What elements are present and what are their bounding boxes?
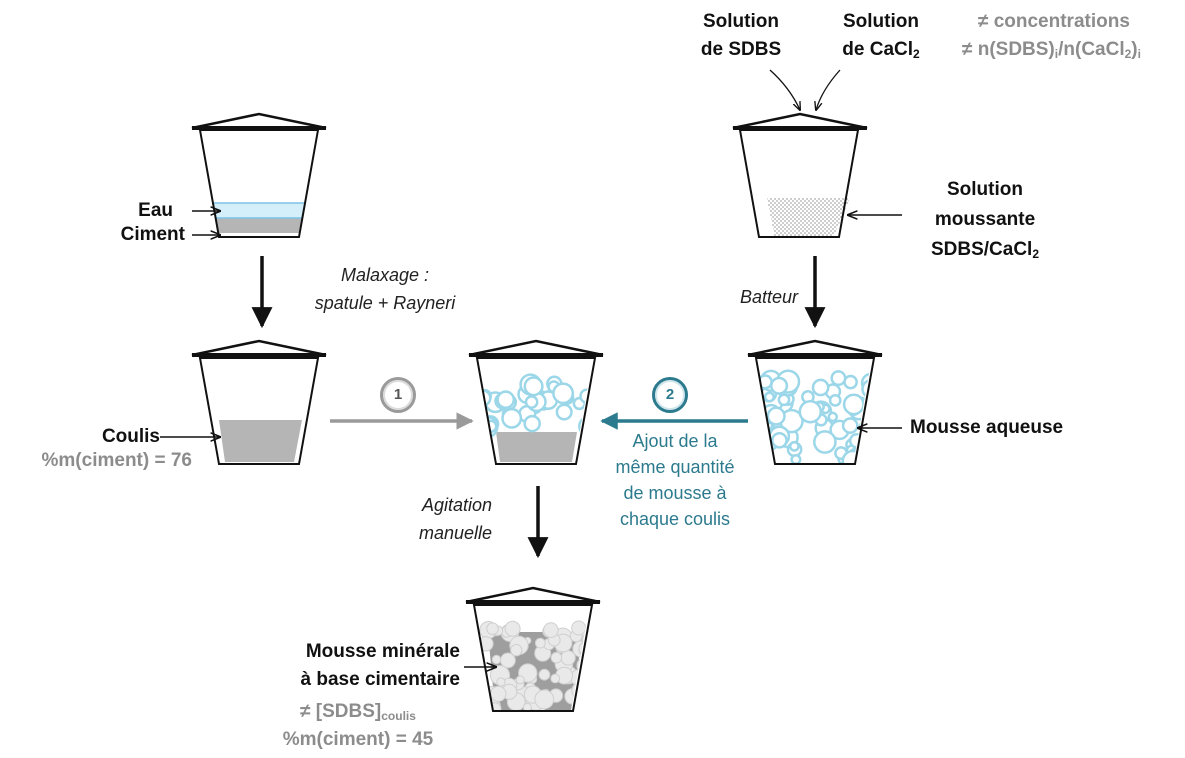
bubble bbox=[538, 668, 551, 681]
label-ratio: ≠ n(SDBS)i/n(CaCl2)i bbox=[962, 39, 1141, 61]
bubble bbox=[486, 622, 499, 636]
label-mousse-minerale-2: à base cimentaire bbox=[300, 669, 460, 690]
label-ciment: Ciment bbox=[120, 224, 185, 245]
label-mousse-minerale-pct: %m(ciment) = 45 bbox=[282, 729, 434, 750]
bubble bbox=[555, 403, 573, 421]
arrow-cacl2-in bbox=[816, 69, 841, 110]
bubble bbox=[584, 644, 589, 658]
bubble bbox=[861, 378, 871, 400]
bubble bbox=[771, 431, 788, 449]
beaker-aqueous-foam bbox=[747, 339, 883, 465]
label-batteur: Batteur bbox=[739, 287, 798, 307]
bubble bbox=[830, 370, 847, 387]
beaker-mineral-foam bbox=[465, 586, 601, 712]
label-solution-moussante-2: moussante bbox=[934, 209, 1036, 230]
bubble bbox=[490, 685, 507, 702]
label-solution-moussante-3: SDBS/CaCl2 bbox=[930, 239, 1040, 261]
label-solution-moussante-1: Solution bbox=[947, 179, 1023, 200]
label-malaxage-1: Malaxage : bbox=[340, 265, 430, 285]
bubble bbox=[496, 390, 516, 410]
bubble bbox=[534, 637, 546, 649]
bubble bbox=[790, 453, 802, 465]
label-coulis-pct: %m(ciment) = 76 bbox=[41, 450, 192, 471]
bubble bbox=[501, 407, 523, 429]
bubble bbox=[496, 677, 506, 687]
label-solution-sdbs-2: de SDBS bbox=[700, 39, 782, 60]
label-solution-cacl2-2: de CaCl2 bbox=[842, 39, 920, 61]
label-agitation-2: manuelle bbox=[418, 523, 492, 543]
bubble bbox=[848, 432, 865, 449]
bubble bbox=[586, 665, 589, 674]
bubble bbox=[524, 395, 539, 409]
bubble bbox=[763, 391, 775, 403]
bubble bbox=[766, 406, 786, 426]
bubble bbox=[543, 622, 559, 638]
beaker-foaming-solution bbox=[732, 112, 868, 238]
label-coulis: Coulis bbox=[101, 426, 160, 447]
arrow-sdbs-in bbox=[769, 69, 800, 110]
label-ajout-4: chaque coulis bbox=[619, 509, 731, 529]
bubble bbox=[560, 650, 576, 666]
label-sdbs-coulis: ≠ [SDBS]coulis bbox=[300, 701, 416, 723]
bubble bbox=[813, 430, 837, 454]
bubble bbox=[863, 449, 871, 465]
bubble bbox=[828, 394, 842, 407]
bubble bbox=[571, 620, 587, 636]
label-ajout-2: même quantité bbox=[615, 457, 735, 477]
bubble bbox=[585, 647, 589, 657]
bubble bbox=[534, 689, 555, 710]
bubble bbox=[491, 654, 502, 665]
label-ajout-3: de mousse à bbox=[623, 483, 727, 503]
bubble bbox=[523, 376, 544, 397]
beaker-water-cement bbox=[191, 112, 327, 238]
label-mousse-minerale-1: Mousse minérale bbox=[305, 641, 460, 662]
bubble bbox=[770, 376, 789, 395]
bubble bbox=[811, 378, 830, 397]
bubble bbox=[523, 414, 541, 433]
label-malaxage-2: spatule + Rayneri bbox=[314, 293, 456, 313]
bubble bbox=[788, 440, 800, 452]
bubble bbox=[510, 644, 523, 657]
beaker-grout-with-foam bbox=[468, 339, 604, 465]
bubble bbox=[798, 399, 823, 424]
bubble bbox=[842, 393, 865, 416]
bubble bbox=[777, 393, 791, 407]
bubble bbox=[515, 675, 525, 685]
bubble bbox=[841, 417, 859, 434]
bubble bbox=[552, 382, 575, 405]
step-2-badge: 2 bbox=[652, 377, 688, 413]
bubble bbox=[550, 651, 563, 664]
label-ajout-1: Ajout de la bbox=[632, 431, 718, 451]
bubble bbox=[827, 411, 839, 423]
bubble bbox=[522, 702, 532, 711]
bubble bbox=[583, 647, 589, 661]
label-eau: Eau bbox=[138, 200, 173, 221]
label-concentrations: ≠ concentrations bbox=[978, 11, 1130, 32]
label-solution-cacl2-1: Solution bbox=[843, 11, 919, 32]
step-1-badge: 1 bbox=[380, 377, 416, 413]
beaker-grout bbox=[191, 339, 327, 465]
bubble bbox=[841, 449, 865, 465]
label-solution-sdbs-1: Solution bbox=[703, 11, 779, 32]
bubble bbox=[550, 673, 561, 684]
label-mousse-aqueuse: Mousse aqueuse bbox=[910, 417, 1064, 438]
bubble bbox=[504, 620, 521, 637]
label-agitation-1: Agitation bbox=[421, 495, 492, 515]
bubble bbox=[488, 702, 502, 711]
